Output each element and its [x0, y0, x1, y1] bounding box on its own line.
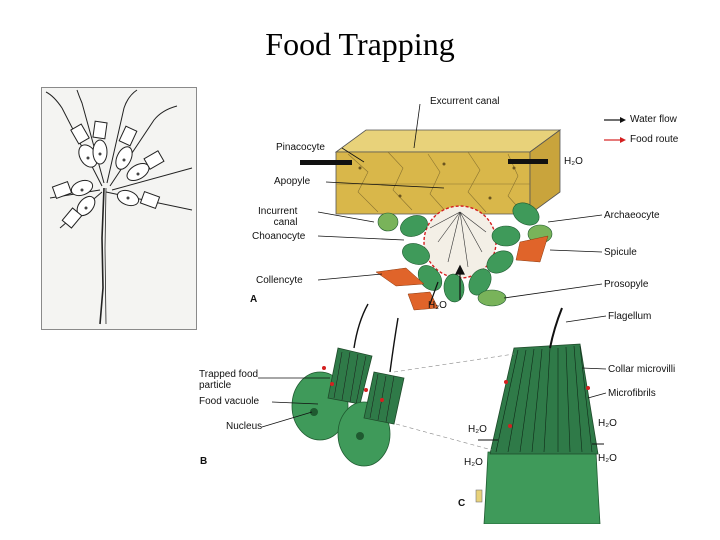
figure-graphics	[168, 72, 700, 524]
label-h2o-a1: H₂O	[564, 156, 583, 167]
label-pinacocyte: Pinacocyte	[276, 142, 325, 153]
panel-letter-a: A	[250, 294, 257, 305]
panel-c-collar	[394, 308, 604, 524]
sponge-food-trapping-figure: Excurrent canal Pinacocyte Apopyle Incur…	[168, 72, 700, 524]
panel-letter-b: B	[200, 456, 207, 467]
label-h2o-c2: H₂O	[468, 424, 487, 435]
label-h2o-a2: H₂O	[428, 300, 447, 311]
label-food-vacuole: Food vacuole	[199, 396, 259, 407]
slide-title: Food Trapping	[0, 26, 720, 63]
legend-water-flow: Water flow	[630, 114, 677, 125]
label-flagellum: Flagellum	[608, 311, 651, 322]
label-excurrent-canal: Excurrent canal	[430, 96, 499, 107]
label-trapped-food-particle: Trapped food particle	[199, 369, 258, 391]
label-apopyle: Apopyle	[274, 176, 310, 187]
label-incurrent-canal: Incurrent canal	[258, 206, 297, 228]
pinacoderm-slab	[300, 130, 560, 214]
label-prosopyle: Prosopyle	[604, 279, 648, 290]
legend-arrows	[604, 117, 626, 143]
label-collar-microvilli: Collar microvilli	[608, 364, 675, 375]
label-spicule: Spicule	[604, 247, 637, 258]
label-h2o-c1: H₂O	[598, 418, 617, 429]
panel-letter-c: C	[458, 498, 465, 509]
label-archaeocyte: Archaeocyte	[604, 210, 660, 221]
label-collencyte: Collencyte	[256, 275, 303, 286]
panel-b-choanocytes	[292, 304, 404, 466]
label-choanocyte: Choanocyte	[252, 231, 305, 242]
slide-title-text: Food Trapping	[265, 26, 454, 62]
label-nucleus: Nucleus	[226, 421, 262, 432]
label-h2o-c3: H₂O	[464, 457, 483, 468]
choanocyte-chamber	[376, 198, 552, 310]
label-microfibrils: Microfibrils	[608, 388, 656, 399]
legend-food-route: Food route	[630, 134, 678, 145]
label-h2o-c4: H₂O	[598, 453, 617, 464]
